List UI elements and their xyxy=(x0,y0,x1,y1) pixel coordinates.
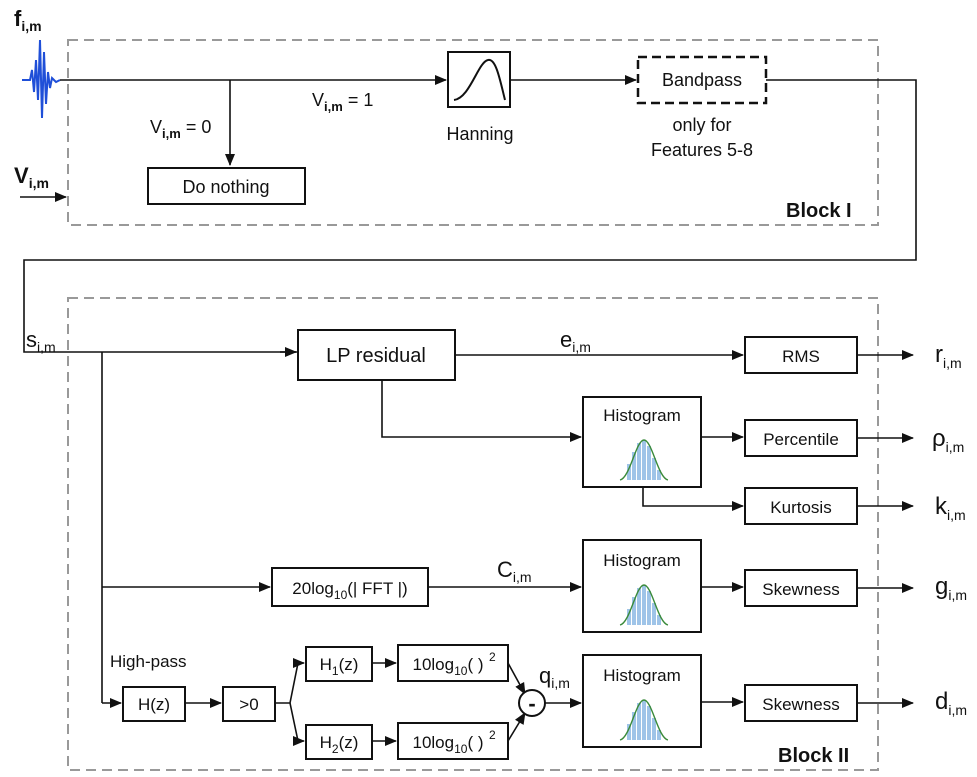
skewness-1-label: Skewness xyxy=(762,580,839,599)
percentile-label: Percentile xyxy=(763,430,839,449)
high-pass-label: High-pass xyxy=(110,652,187,671)
gt0-to-h1 xyxy=(275,658,305,704)
block-1-frame xyxy=(67,39,879,226)
log10-1-superscript: 2 xyxy=(489,650,496,664)
histogram-3-label: Histogram xyxy=(603,666,680,685)
log-1-to-minus xyxy=(507,662,526,695)
percentile-box xyxy=(744,419,858,457)
cond-v-equals-1: Vi,m = 1 xyxy=(312,90,373,114)
fft-box xyxy=(271,567,429,607)
histogram-1-label: Histogram xyxy=(603,406,680,425)
hanning-label: Hanning xyxy=(446,124,513,144)
histogram-3-icon xyxy=(619,699,669,741)
h2-box xyxy=(305,724,373,760)
log-2-to-minus xyxy=(507,712,526,742)
h1-box xyxy=(305,646,373,682)
e-label: ei,m xyxy=(560,327,591,355)
log10-2-box xyxy=(397,722,509,760)
skewness-2-label: Skewness xyxy=(762,695,839,714)
kurtosis-box xyxy=(744,487,858,525)
lp-to-histogram-1 xyxy=(381,380,582,442)
block-2-title: Block II xyxy=(778,745,849,767)
log10-1-box xyxy=(397,644,509,682)
minus-label: - xyxy=(528,691,535,716)
output-rho-label: ρi,m xyxy=(932,425,964,455)
output-d-label: di,m xyxy=(935,688,967,718)
bandpass-box xyxy=(636,55,768,105)
gt0-to-h2 xyxy=(289,702,305,746)
h1-label: H1(z) xyxy=(320,655,359,678)
lp-residual-label: LP residual xyxy=(326,345,426,367)
waveform-icon xyxy=(22,39,61,119)
log10-2-superscript: 2 xyxy=(489,728,496,742)
h2-label: H2(z) xyxy=(320,733,359,756)
bandpass-note-line-1: only for xyxy=(672,115,731,135)
output-k-label: ki,m xyxy=(935,493,966,523)
c-label: Ci,m xyxy=(497,557,532,585)
bandpass-note-line-2: Features 5-8 xyxy=(651,140,753,160)
rms-box xyxy=(744,336,858,374)
do-nothing-box xyxy=(147,167,306,205)
log10-1-label: 10log10( ) xyxy=(412,655,483,678)
histogram-2-icon xyxy=(619,584,669,626)
do-nothing-label: Do nothing xyxy=(182,177,269,197)
hanning-curve-icon xyxy=(453,59,506,101)
histogram-1-to-kurtosis xyxy=(642,487,744,511)
hz-label: H(z) xyxy=(138,695,170,714)
block-1-title: Block I xyxy=(786,200,852,222)
bandpass-label: Bandpass xyxy=(662,70,742,90)
output-r-label: ri,m xyxy=(935,341,962,371)
histogram-1-icon xyxy=(619,439,669,481)
signal-s-label: si,m xyxy=(26,327,56,355)
cond-v-equals-0: Vi,m = 0 xyxy=(150,117,211,141)
gt0-label: >0 xyxy=(239,695,258,714)
block-connector-line xyxy=(23,79,917,353)
input-v-label: Vi,m xyxy=(14,163,49,191)
gt0-box xyxy=(222,686,276,722)
input-f-label: fi,m xyxy=(14,6,42,34)
hz-box xyxy=(122,686,186,722)
output-g-label: gi,m xyxy=(935,573,967,603)
kurtosis-label: Kurtosis xyxy=(770,498,831,517)
log10-2-label: 10log10( ) xyxy=(412,733,483,756)
fft-label: 20log10(| FFT |) xyxy=(292,579,407,602)
q-label: qi,m xyxy=(539,663,570,691)
rms-label: RMS xyxy=(782,347,820,366)
lp-residual-box xyxy=(297,329,456,381)
block-2-frame xyxy=(67,297,879,771)
histogram-2-label: Histogram xyxy=(603,551,680,570)
